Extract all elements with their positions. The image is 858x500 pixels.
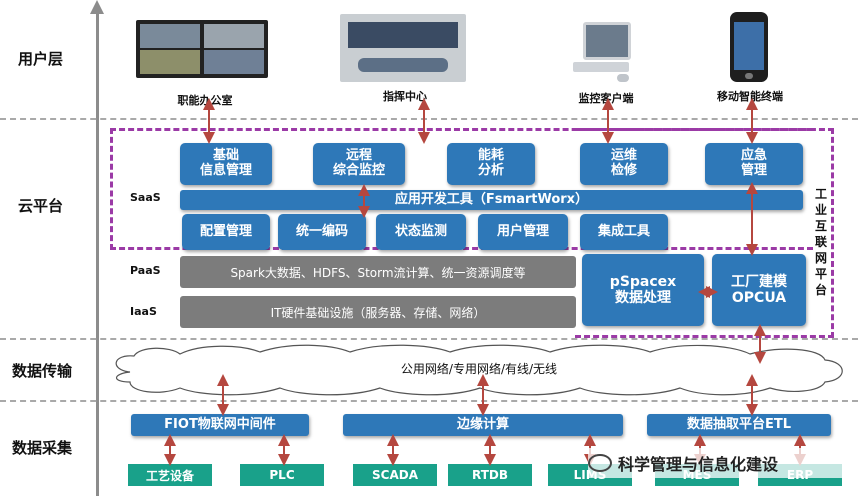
edge-computing-box: 边缘计算 (343, 414, 623, 436)
separator-cloud-transfer (0, 338, 858, 340)
saas-energy-box: 能耗 分析 (447, 143, 535, 185)
saas-ops-box: 运维 检修 (580, 143, 668, 185)
source-scada: SCADA (353, 464, 437, 486)
saas-emergency-box: 应急 管理 (705, 143, 803, 185)
watermark-text: 科学管理与信息化建设 (618, 455, 779, 474)
axis-arrow-head (90, 0, 104, 14)
factory-modeling-box: 工厂建模 OPCUA (712, 254, 806, 326)
source-rtdb: RTDB (448, 464, 532, 486)
video-wall-image (136, 20, 268, 78)
network-cloud-shape (115, 344, 843, 396)
source-plc: PLC (240, 464, 324, 486)
industrial-platform-label: 工业互联网平台 (814, 187, 827, 297)
device-label-command: 指挥中心 (383, 90, 427, 103)
mobile-phone-image (730, 12, 768, 82)
layer-label-cloud: 云平台 (18, 197, 64, 215)
iaas-bar: IT硬件基础设施（服务器、存储、网络） (180, 296, 576, 328)
saas-integration-box: 集成工具 (580, 214, 668, 250)
paas-label: PaaS (130, 264, 161, 277)
separator-transfer-collect (0, 400, 858, 402)
platform-outline-right (575, 128, 834, 338)
layer-label-transfer: 数据传输 (12, 362, 73, 380)
source-process-equipment: 工艺设备 (128, 464, 212, 486)
device-label-mobile: 移动智能终端 (717, 90, 783, 103)
dev-tool-bar: 应用开发工具（FsmartWorx） (180, 190, 803, 210)
saas-user-mgmt-box: 用户管理 (478, 214, 568, 250)
desktop-pc-image (573, 22, 633, 84)
watermark: 科学管理与信息化建设 (588, 448, 850, 478)
pspacex-box: pSpacex 数据处理 (582, 254, 704, 326)
etl-platform-box: 数据抽取平台ETL (647, 414, 831, 436)
paas-bar: Spark大数据、HDFS、Storm流计算、统一资源调度等 (180, 256, 576, 288)
iaas-label: IaaS (130, 305, 157, 318)
saas-basic-info-box: 基础 信息管理 (180, 143, 272, 185)
network-label: 公用网络/专用网络/有线/无线 (400, 362, 558, 376)
layer-label-collect: 数据采集 (12, 439, 73, 457)
saas-label: SaaS (130, 191, 161, 204)
layer-label-user: 用户层 (18, 50, 64, 68)
fiot-middleware-box: FIOT物联网中间件 (131, 414, 309, 436)
wechat-icon (588, 454, 612, 472)
saas-status-box: 状态监测 (376, 214, 466, 250)
saas-coding-box: 统一编码 (278, 214, 366, 250)
command-center-image (340, 14, 466, 82)
vertical-axis (96, 8, 99, 496)
saas-remote-monitor-box: 远程 综合监控 (313, 143, 405, 185)
saas-config-box: 配置管理 (182, 214, 270, 250)
